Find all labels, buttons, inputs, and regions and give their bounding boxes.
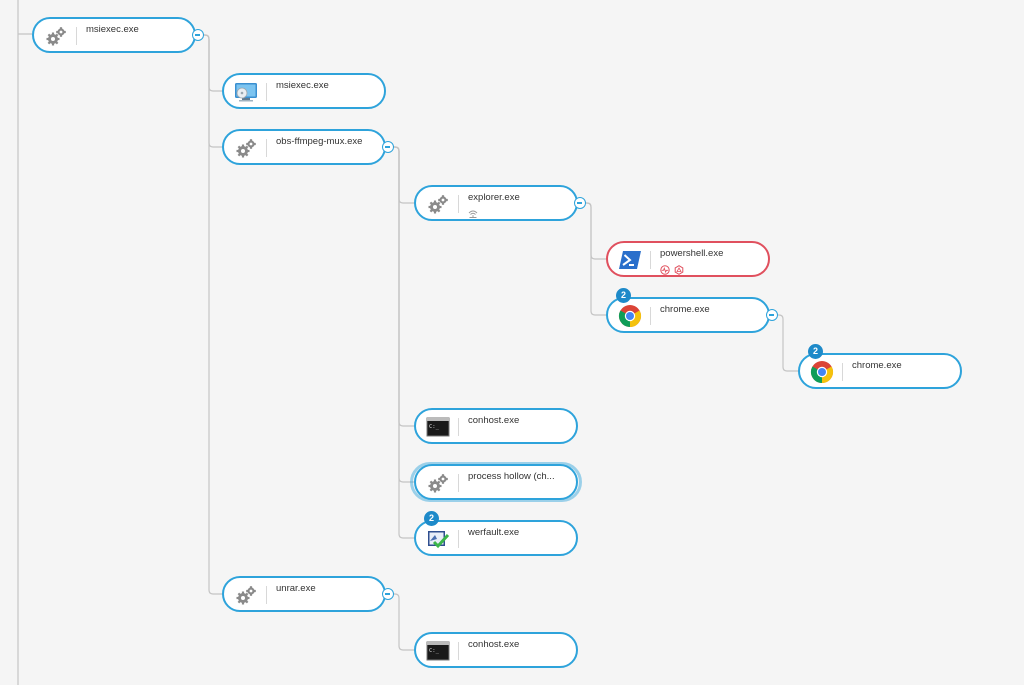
werfault-icon bbox=[426, 527, 450, 551]
chrome-icon bbox=[618, 304, 642, 328]
process-name: werfault.exe bbox=[468, 527, 520, 538]
tree-edge-line bbox=[773, 314, 798, 372]
powershell-icon bbox=[618, 248, 642, 272]
tree-edge-line bbox=[389, 146, 414, 204]
node-divider bbox=[266, 586, 267, 604]
gears-icon bbox=[234, 583, 258, 607]
node-divider bbox=[458, 418, 459, 436]
node-divider bbox=[650, 307, 651, 325]
process-name: msiexec.exe bbox=[276, 80, 329, 91]
gears-icon bbox=[44, 24, 68, 48]
console-icon: C:_ bbox=[426, 639, 450, 663]
collapse-minus-icon[interactable] bbox=[192, 29, 204, 41]
process-node[interactable]: chrome.exe bbox=[606, 297, 770, 333]
process-name: unrar.exe bbox=[276, 583, 316, 594]
node-divider bbox=[458, 195, 459, 213]
gears-icon bbox=[426, 471, 450, 495]
process-node[interactable]: C:_ conhost.exe bbox=[414, 632, 578, 668]
process-name: powershell.exe bbox=[660, 248, 724, 259]
node-divider bbox=[458, 530, 459, 548]
process-node[interactable]: unrar.exe bbox=[222, 576, 386, 612]
process-node[interactable]: C:_ conhost.exe bbox=[414, 408, 578, 444]
node-divider bbox=[650, 251, 651, 269]
tree-edge-line bbox=[389, 146, 414, 539]
tree-edge-line bbox=[581, 202, 606, 316]
process-node[interactable]: werfault.exe bbox=[414, 520, 578, 556]
process-node[interactable]: obs-ffmpeg-mux.exe bbox=[222, 129, 386, 165]
installer-monitor-icon bbox=[234, 80, 258, 104]
process-name: obs-ffmpeg-mux.exe bbox=[276, 136, 363, 147]
collapse-minus-icon[interactable] bbox=[382, 588, 394, 600]
gears-icon bbox=[426, 192, 450, 216]
child-count-badge: 2 bbox=[808, 344, 823, 359]
child-count-badge: 2 bbox=[424, 511, 439, 526]
pulse-icon bbox=[660, 262, 670, 280]
process-name: chrome.exe bbox=[660, 304, 710, 315]
node-divider bbox=[458, 642, 459, 660]
node-divider bbox=[458, 474, 459, 492]
tree-edge-line bbox=[199, 34, 222, 595]
process-name: process hollow (ch... bbox=[468, 471, 555, 482]
root-edge-line bbox=[17, 0, 32, 685]
node-divider bbox=[266, 139, 267, 157]
node-divider bbox=[266, 83, 267, 101]
collapse-minus-icon[interactable] bbox=[574, 197, 586, 209]
tree-edge-line bbox=[581, 202, 606, 260]
svg-text:C:_: C:_ bbox=[429, 424, 440, 430]
collapse-minus-icon[interactable] bbox=[382, 141, 394, 153]
process-node[interactable]: msiexec.exe bbox=[32, 17, 196, 53]
process-node[interactable]: explorer.exe bbox=[414, 185, 578, 221]
collapse-minus-icon[interactable] bbox=[766, 309, 778, 321]
process-name: chrome.exe bbox=[852, 360, 902, 371]
process-node[interactable]: msiexec.exe bbox=[222, 73, 386, 109]
node-tags bbox=[468, 206, 482, 218]
process-node[interactable]: chrome.exe bbox=[798, 353, 962, 389]
node-divider bbox=[842, 363, 843, 381]
process-name: msiexec.exe bbox=[86, 24, 139, 35]
process-node[interactable]: process hollow (ch... bbox=[414, 464, 578, 500]
node-divider bbox=[76, 27, 77, 45]
process-node[interactable]: powershell.exe bbox=[606, 241, 770, 277]
console-icon: C:_ bbox=[426, 415, 450, 439]
tree-edge-line bbox=[389, 146, 414, 483]
network-icon bbox=[468, 206, 478, 224]
tree-edge-line bbox=[389, 593, 414, 651]
hexagon-alert-icon bbox=[674, 262, 684, 280]
gears-icon bbox=[234, 136, 258, 160]
svg-text:C:_: C:_ bbox=[429, 648, 440, 654]
process-name: conhost.exe bbox=[468, 415, 520, 426]
process-name: explorer.exe bbox=[468, 192, 520, 203]
tree-edge-line bbox=[389, 146, 414, 427]
process-name: conhost.exe bbox=[468, 639, 520, 650]
chrome-icon bbox=[810, 360, 834, 384]
tree-edge-line bbox=[199, 34, 222, 92]
node-tags bbox=[660, 262, 688, 275]
child-count-badge: 2 bbox=[616, 288, 631, 303]
